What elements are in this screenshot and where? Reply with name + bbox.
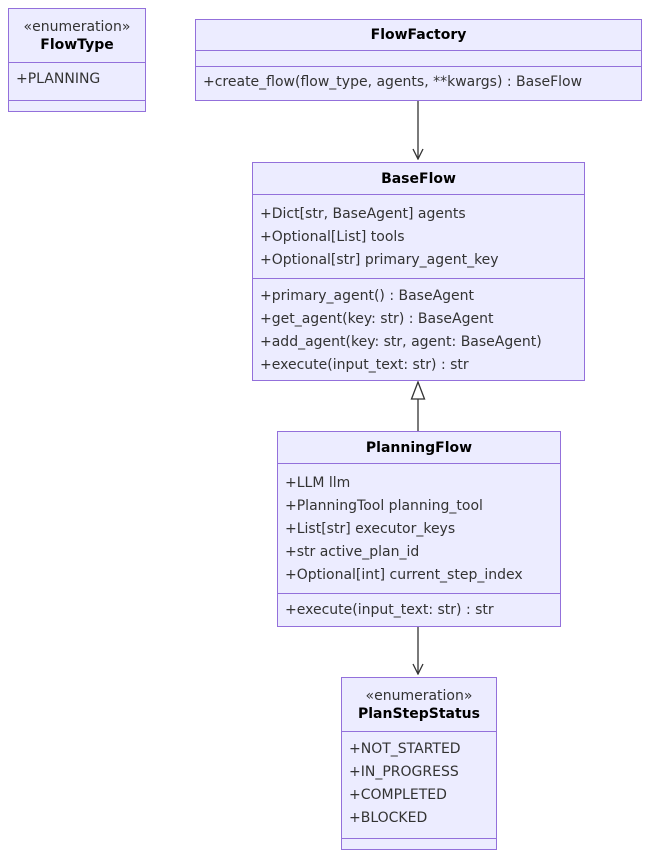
method-row: +execute(input_text: str) : str xyxy=(285,602,494,618)
class-stereotype: «enumeration» xyxy=(23,18,131,35)
attributes-section: +Dict[str, BaseAgent] agents +Optional[L… xyxy=(253,195,584,279)
attribute-row: +Optional[List] tools xyxy=(260,229,405,245)
method-row: +primary_agent() : BaseAgent xyxy=(260,288,475,304)
attribute-row: +LLM llm xyxy=(285,475,351,491)
method-row: +create_flow(flow_type, agents, **kwargs… xyxy=(203,74,583,90)
class-flowfactory[interactable]: FlowFactory +create_flow(flow_type, agen… xyxy=(195,19,642,101)
class-baseflow[interactable]: BaseFlow +Dict[str, BaseAgent] agents +O… xyxy=(252,162,585,381)
class-name: FlowFactory xyxy=(370,27,467,43)
class-name: PlanStepStatus xyxy=(358,705,480,722)
attribute-row: +COMPLETED xyxy=(349,787,447,803)
class-header: «enumeration» FlowType xyxy=(9,9,145,63)
attributes-section: +NOT_STARTED +IN_PROGRESS +COMPLETED +BL… xyxy=(342,732,496,839)
methods-section: +create_flow(flow_type, agents, **kwargs… xyxy=(196,67,641,94)
methods-section xyxy=(9,101,145,106)
methods-section xyxy=(342,839,496,844)
attribute-row: +IN_PROGRESS xyxy=(349,764,459,780)
attribute-row: +NOT_STARTED xyxy=(349,741,461,757)
inheritance-triangle xyxy=(410,380,426,400)
class-header: FlowFactory xyxy=(196,20,641,51)
class-header: PlanningFlow xyxy=(278,432,560,464)
attribute-row: +Optional[str] primary_agent_key xyxy=(260,252,499,268)
attribute-row: +PlanningTool planning_tool xyxy=(285,498,483,514)
class-name: PlanningFlow xyxy=(365,439,473,456)
attributes-section: +LLM llm +PlanningTool planning_tool +Li… xyxy=(278,464,560,594)
attribute-row: +List[str] executor_keys xyxy=(285,521,456,537)
methods-section: +execute(input_text: str) : str xyxy=(278,594,560,622)
class-header: «enumeration» PlanStepStatus xyxy=(342,678,496,732)
method-row: +execute(input_text: str) : str xyxy=(260,357,469,373)
class-name: BaseFlow xyxy=(381,170,456,187)
class-flowtype[interactable]: «enumeration» FlowType +PLANNING xyxy=(8,8,146,112)
attribute-row: +Dict[str, BaseAgent] agents xyxy=(260,206,466,222)
class-planstepstatus[interactable]: «enumeration» PlanStepStatus +NOT_STARTE… xyxy=(341,677,497,850)
class-name: FlowType xyxy=(40,36,114,53)
attributes-section: +PLANNING xyxy=(9,63,145,101)
attribute-row: +str active_plan_id xyxy=(285,544,420,560)
attribute-row: +Optional[int] current_step_index xyxy=(285,567,523,583)
attribute-row: +PLANNING xyxy=(16,71,101,87)
attribute-row: +BLOCKED xyxy=(349,810,428,826)
methods-section: +primary_agent() : BaseAgent +get_agent(… xyxy=(253,279,584,377)
class-planningflow[interactable]: PlanningFlow +LLM llm +PlanningTool plan… xyxy=(277,431,561,627)
attributes-section xyxy=(196,51,641,67)
method-row: +get_agent(key: str) : BaseAgent xyxy=(260,311,494,327)
method-row: +add_agent(key: str, agent: BaseAgent) xyxy=(260,334,542,350)
class-stereotype: «enumeration» xyxy=(365,687,473,704)
class-header: BaseFlow xyxy=(253,163,584,195)
